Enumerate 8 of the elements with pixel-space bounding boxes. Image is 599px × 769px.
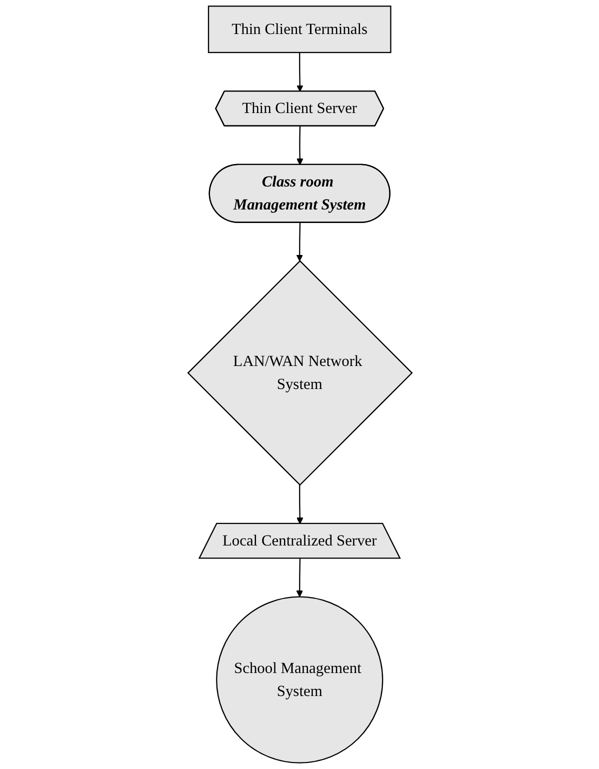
arrow: [296, 222, 302, 262]
arrow: [296, 558, 302, 598]
node-circle: School Management System: [216, 596, 383, 764]
arrow: [296, 52, 303, 92]
node-diamond: LAN/WAN Network System: [186, 260, 412, 486]
arrow: [296, 126, 303, 166]
arrow: [296, 484, 303, 524]
node-box: Thin Client Terminals: [207, 6, 391, 54]
